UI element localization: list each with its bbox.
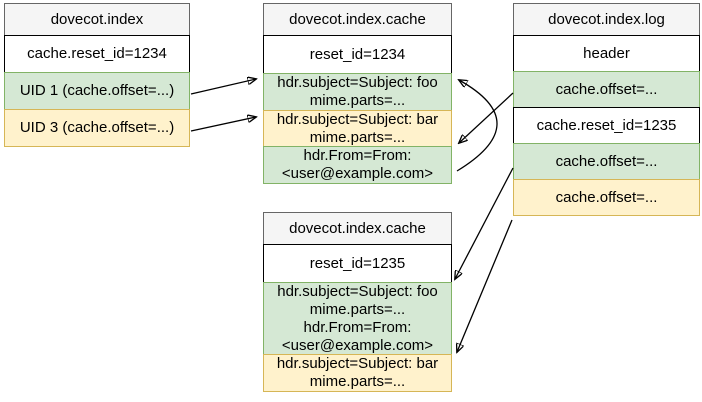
box-title-label: dovecot.index.cache	[289, 220, 426, 237]
row-text: hdr.subject=Subject: foo	[277, 74, 438, 91]
box-dovecot-index: dovecot.index cache.reset_id=1234 UID 1 …	[4, 3, 190, 147]
box-title-dovecot-index-log: dovecot.index.log	[513, 3, 700, 36]
row-log-cache-offset-2: cache.offset=...	[513, 143, 700, 180]
box-dovecot-index-log: dovecot.index.log header cache.offset=..…	[513, 3, 700, 216]
row-text: hdr.From=From:	[303, 318, 412, 336]
row-log-cache-offset-3: cache.offset=...	[513, 179, 700, 216]
row-text: mime.parts=...	[309, 128, 406, 146]
arrow-log-offset3-to-cache2-bar	[457, 219, 513, 352]
row-log-cache-reset-id-1235: cache.reset_id=1235	[513, 107, 700, 144]
box-title-label: dovecot.index.cache	[289, 11, 426, 28]
row-cache-record-foo-and-from: hdr.subject=Subject: foo mime.parts=... …	[263, 282, 452, 355]
box-title-dovecot-index: dovecot.index	[4, 3, 190, 36]
row-reset-id-1234: reset_id=1234	[263, 35, 452, 74]
row-text: UID 1 (cache.offset=...)	[19, 82, 175, 99]
arrow-uid1-to-cache-foo	[190, 79, 256, 95]
row-text: <user@example.com>	[281, 336, 434, 354]
row-text: hdr.subject=Subject: bar	[276, 110, 439, 128]
arrow-log-offset1-to-cache-from	[459, 92, 514, 143]
row-text: UID 3 (cache.offset=...)	[19, 119, 175, 136]
row-cache-record-from: hdr.From=From: <user@example.com>	[263, 146, 452, 184]
box-title-dovecot-index-cache: dovecot.index.cache	[263, 3, 452, 36]
row-text: reset_id=1234	[309, 45, 406, 63]
row-cache-record-subject-bar: hdr.subject=Subject: bar mime.parts=...	[263, 110, 452, 147]
row-text: cache.offset=...	[555, 80, 658, 98]
arrow-log-offset2-to-cache2-foo	[455, 167, 514, 279]
box-dovecot-index-cache-1235: dovecot.index.cache reset_id=1235 hdr.su…	[263, 212, 452, 392]
row-text: mime.parts=...	[309, 373, 406, 390]
row-text: mime.parts=...	[309, 92, 406, 109]
row-log-cache-offset-1: cache.offset=...	[513, 71, 700, 108]
row-text: mime.parts=...	[309, 300, 406, 318]
row-text: cache.offset=...	[555, 152, 658, 170]
box-title-label: dovecot.index.log	[548, 11, 665, 28]
row-reset-id-1235: reset_id=1235	[263, 244, 452, 283]
row-text: cache.reset_id=1235	[536, 116, 677, 134]
box-title-label: dovecot.index	[50, 11, 144, 28]
row-cache-reset-id-1234: cache.reset_id=1234	[4, 35, 190, 73]
row-text: <user@example.com>	[281, 165, 434, 182]
row-cache-record-subject-bar-2: hdr.subject=Subject: bar mime.parts=...	[263, 354, 452, 392]
row-text: cache.offset=...	[555, 188, 658, 206]
row-uid3-offset: UID 3 (cache.offset=...)	[4, 109, 190, 147]
box-dovecot-index-cache-1234: dovecot.index.cache reset_id=1234 hdr.su…	[263, 3, 452, 184]
row-text: hdr.subject=Subject: foo	[277, 282, 438, 300]
box-title-dovecot-index-cache: dovecot.index.cache	[263, 212, 452, 245]
row-text: header	[583, 44, 630, 62]
row-text: reset_id=1235	[309, 254, 406, 272]
row-cache-record-subject-foo: hdr.subject=Subject: foo mime.parts=...	[263, 73, 452, 111]
row-log-header: header	[513, 35, 700, 72]
row-text: cache.reset_id=1234	[27, 45, 167, 62]
row-uid1-offset: UID 1 (cache.offset=...)	[4, 72, 190, 110]
arrow-uid3-to-cache-bar	[190, 117, 256, 132]
row-text: hdr.subject=Subject: bar	[276, 355, 439, 372]
arrow-cache-from-to-cache-foo-curve	[456, 80, 498, 172]
row-text: hdr.From=From:	[303, 147, 412, 164]
